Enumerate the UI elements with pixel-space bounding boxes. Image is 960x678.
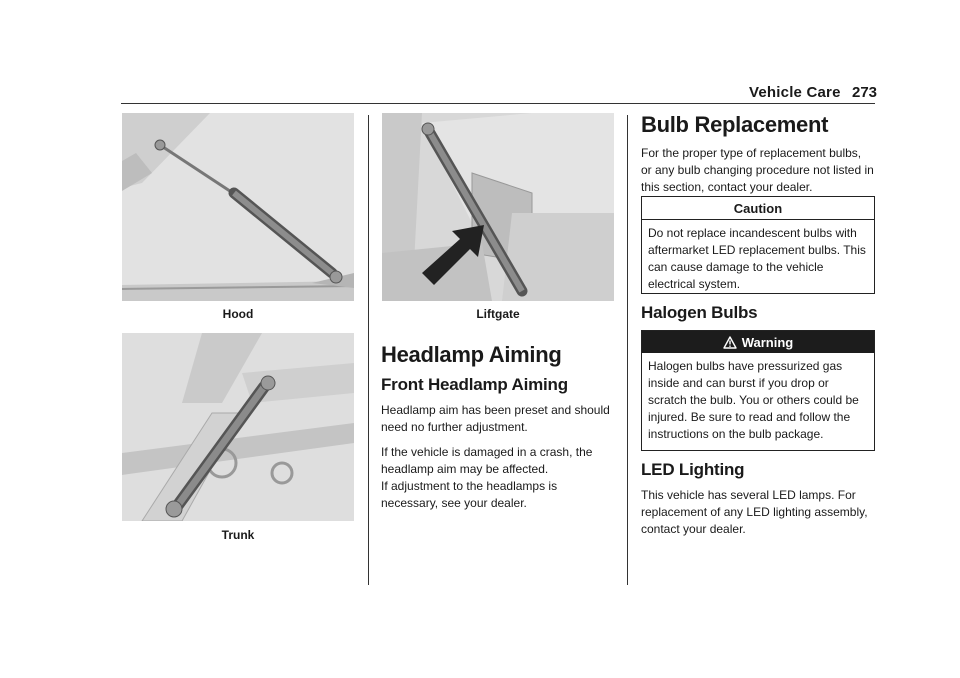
- headlamp-paragraph-3: If adjustment to the headlamps is necess…: [381, 479, 558, 510]
- warning-title-bar: Warning: [642, 331, 874, 353]
- header-rule: [121, 103, 875, 104]
- hood-strut-drawing: [122, 113, 354, 301]
- hood-strut-illustration: [122, 113, 354, 301]
- arrow-icon: [422, 225, 484, 285]
- liftgate-caption: Liftgate: [476, 307, 520, 321]
- bulb-intro-paragraph: For the proper type of replacement bulbs…: [641, 146, 874, 194]
- hood-caption: Hood: [222, 307, 254, 321]
- warning-title: Warning: [741, 335, 794, 350]
- warning-triangle-icon: [723, 336, 737, 349]
- bulb-replacement-heading: Bulb Replacement: [641, 112, 829, 137]
- warning-text: Halogen bulbs have pressurized gas insid…: [648, 359, 859, 441]
- caution-text: Do not replace incandescent bulbs with a…: [648, 226, 866, 291]
- trunk-caption: Trunk: [221, 528, 255, 542]
- running-header-section: Vehicle Care: [749, 84, 841, 101]
- trunk-strut-drawing: [122, 333, 354, 521]
- led-lighting-heading: LED Lighting: [641, 460, 745, 479]
- headlamp-aiming-heading: Headlamp Aiming: [381, 342, 562, 367]
- front-headlamp-aiming-heading: Front Headlamp Aiming: [381, 375, 568, 394]
- column-divider-1: [368, 115, 369, 585]
- halogen-bulbs-heading: Halogen Bulbs: [641, 303, 758, 322]
- trunk-strut-illustration: [122, 333, 354, 521]
- warning-box: Warning Halogen bulbs have pressurized g…: [641, 330, 875, 451]
- headlamp-paragraph-2: If the vehicle is damaged in a crash, th…: [381, 445, 593, 476]
- led-lighting-paragraph: This vehicle has several LED lamps. For …: [641, 488, 868, 536]
- headlamp-paragraph-1: Headlamp aim has been preset and should …: [381, 403, 610, 434]
- page-number: 273: [852, 84, 878, 101]
- caution-box: Caution Do not replace incandescent bulb…: [641, 196, 875, 294]
- caution-title: Caution: [642, 197, 874, 220]
- liftgate-strut-drawing: [382, 113, 614, 301]
- column-divider-2: [627, 115, 628, 585]
- liftgate-strut-illustration: [382, 113, 614, 301]
